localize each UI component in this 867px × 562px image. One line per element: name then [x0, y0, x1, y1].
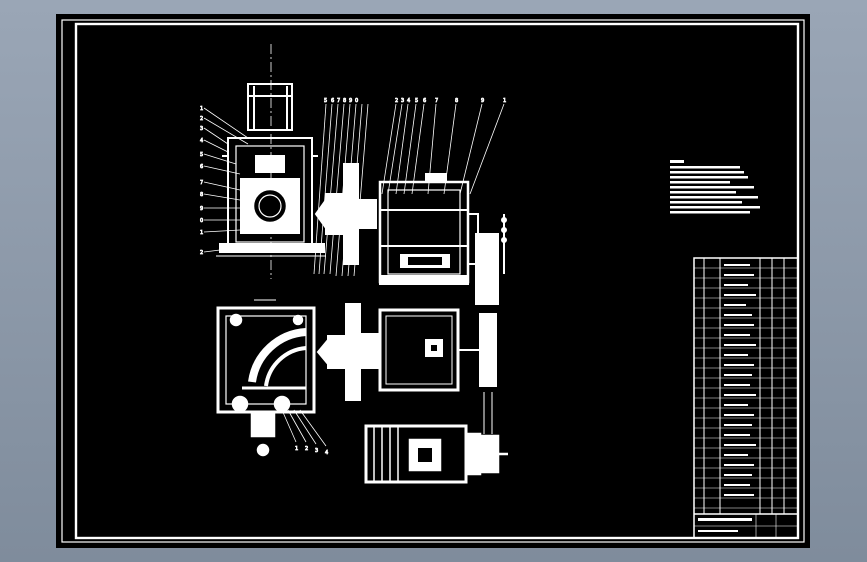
svg-text:6: 6	[200, 164, 203, 170]
svg-text:8: 8	[455, 98, 458, 104]
svg-text:5: 5	[324, 98, 327, 104]
svg-text:2: 2	[395, 98, 398, 104]
svg-text:6: 6	[423, 98, 426, 104]
svg-text:7: 7	[337, 98, 340, 104]
svg-text:6: 6	[331, 98, 334, 104]
svg-text:0: 0	[355, 98, 358, 104]
svg-text:7: 7	[200, 180, 203, 186]
svg-text:4: 4	[325, 450, 328, 456]
side-view	[314, 163, 507, 305]
motor-view	[364, 424, 508, 484]
svg-text:9: 9	[481, 98, 484, 104]
svg-text:1: 1	[200, 106, 203, 112]
svg-text:9: 9	[349, 98, 352, 104]
balloons-left: 1 2 3 4 5 6 7 8 9 0 1 2	[200, 106, 252, 256]
svg-text:3: 3	[401, 98, 404, 104]
svg-text:2: 2	[200, 116, 203, 122]
svg-text:5: 5	[415, 98, 418, 104]
svg-text:4: 4	[200, 138, 203, 144]
svg-text:2: 2	[305, 446, 308, 452]
balloons-bottom: 1 2 3 4	[281, 409, 329, 456]
svg-text:8: 8	[343, 98, 346, 104]
svg-text:2: 2	[200, 250, 203, 256]
svg-text:0: 0	[200, 218, 203, 224]
plan-view	[316, 303, 497, 434]
svg-text:3: 3	[200, 126, 203, 132]
svg-text:8: 8	[200, 192, 203, 198]
svg-text:5: 5	[200, 152, 203, 158]
svg-text:7: 7	[435, 98, 438, 104]
parts-list-text	[698, 264, 756, 532]
svg-text:3: 3	[315, 448, 318, 454]
svg-text:4: 4	[407, 98, 410, 104]
svg-text:1: 1	[295, 446, 298, 452]
svg-text:9: 9	[200, 206, 203, 212]
outer-frame	[61, 19, 805, 543]
svg-text:1: 1	[200, 230, 203, 236]
parts-list-rows	[694, 267, 798, 538]
svg-text:1: 1	[503, 98, 506, 104]
front-section-view	[216, 44, 326, 279]
top-view	[216, 299, 316, 457]
technical-notes	[670, 160, 760, 214]
